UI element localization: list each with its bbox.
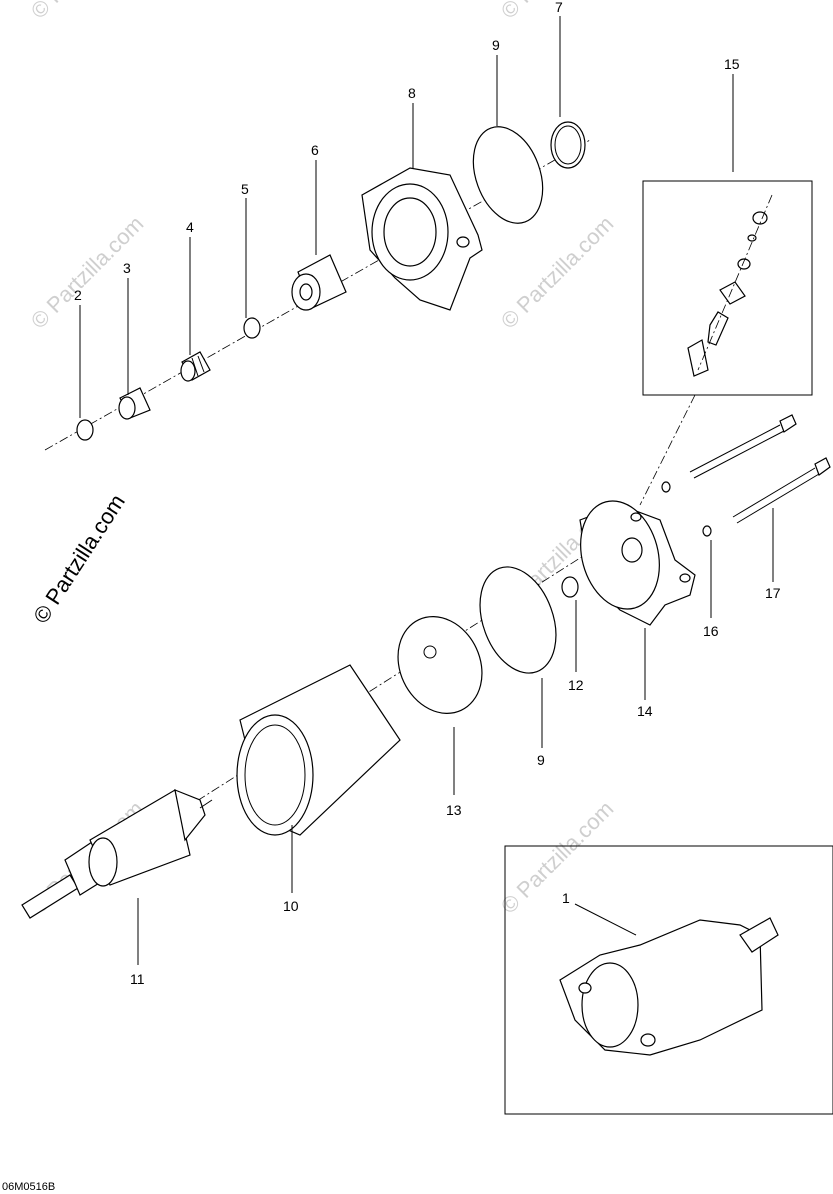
part-15-brush-kit-parts bbox=[687, 211, 768, 377]
callout-9-lower: 9 bbox=[537, 752, 545, 768]
brush-kit-axis bbox=[697, 194, 773, 371]
callout-16: 16 bbox=[703, 623, 719, 639]
callout-15: 15 bbox=[724, 56, 740, 72]
copyright-watermark: © Partzilla.com bbox=[28, 490, 130, 628]
leader-lines bbox=[79, 16, 774, 965]
part-8-front-housing[interactable] bbox=[361, 167, 483, 311]
brush-assembly-axis bbox=[639, 394, 696, 506]
part-14-rear-cover[interactable] bbox=[569, 492, 696, 626]
callout-11: 11 bbox=[130, 971, 145, 987]
figure-code: 06M0516B bbox=[2, 1181, 55, 1193]
callout-10: 10 bbox=[283, 898, 299, 914]
part-4-spring[interactable] bbox=[180, 351, 211, 382]
part-7-ring[interactable] bbox=[550, 121, 586, 169]
part-1-starter-assembly-box[interactable] bbox=[504, 845, 833, 1115]
callout-8: 8 bbox=[408, 85, 416, 101]
callout-7: 7 bbox=[555, 0, 563, 15]
callout-17: 17 bbox=[765, 585, 781, 601]
part-6-pinion-gear[interactable] bbox=[291, 254, 347, 311]
callout-5: 5 bbox=[241, 181, 249, 197]
callout-13: 13 bbox=[446, 802, 462, 818]
callout-6: 6 bbox=[311, 142, 319, 158]
part-17-through-bolts[interactable] bbox=[689, 414, 831, 524]
part-1-starter-motor bbox=[559, 917, 779, 1056]
part-13-brush-plate[interactable] bbox=[383, 603, 498, 727]
watermark: © Partzilla.com bbox=[496, 796, 619, 919]
watermark: © Partzilla.com bbox=[26, 0, 149, 24]
callout-4: 4 bbox=[186, 219, 194, 235]
part-9-o-ring-upper[interactable] bbox=[461, 117, 555, 233]
callout-9-upper: 9 bbox=[492, 37, 500, 53]
callout-2: 2 bbox=[74, 287, 82, 303]
part-5-washer[interactable] bbox=[243, 317, 261, 339]
part-10-yoke[interactable] bbox=[236, 664, 401, 836]
callout-3: 3 bbox=[123, 260, 131, 276]
callout-14: 14 bbox=[637, 703, 653, 719]
part-9-o-ring-lower[interactable] bbox=[466, 556, 569, 683]
callout-1: 1 bbox=[562, 890, 570, 906]
callouts: 2 3 4 5 6 8 9 7 15 17 16 14 12 9 13 10 1… bbox=[74, 0, 781, 987]
part-16-washer[interactable] bbox=[661, 481, 712, 537]
part-2-washer[interactable] bbox=[76, 419, 94, 441]
part-11-armature[interactable] bbox=[21, 789, 213, 919]
part-12-washer[interactable] bbox=[561, 576, 579, 598]
callout-12: 12 bbox=[568, 677, 584, 693]
watermark: © Partzilla.com bbox=[496, 211, 619, 334]
part-3-sleeve[interactable] bbox=[118, 387, 151, 420]
part-15-brush-kit-box[interactable] bbox=[642, 180, 813, 396]
